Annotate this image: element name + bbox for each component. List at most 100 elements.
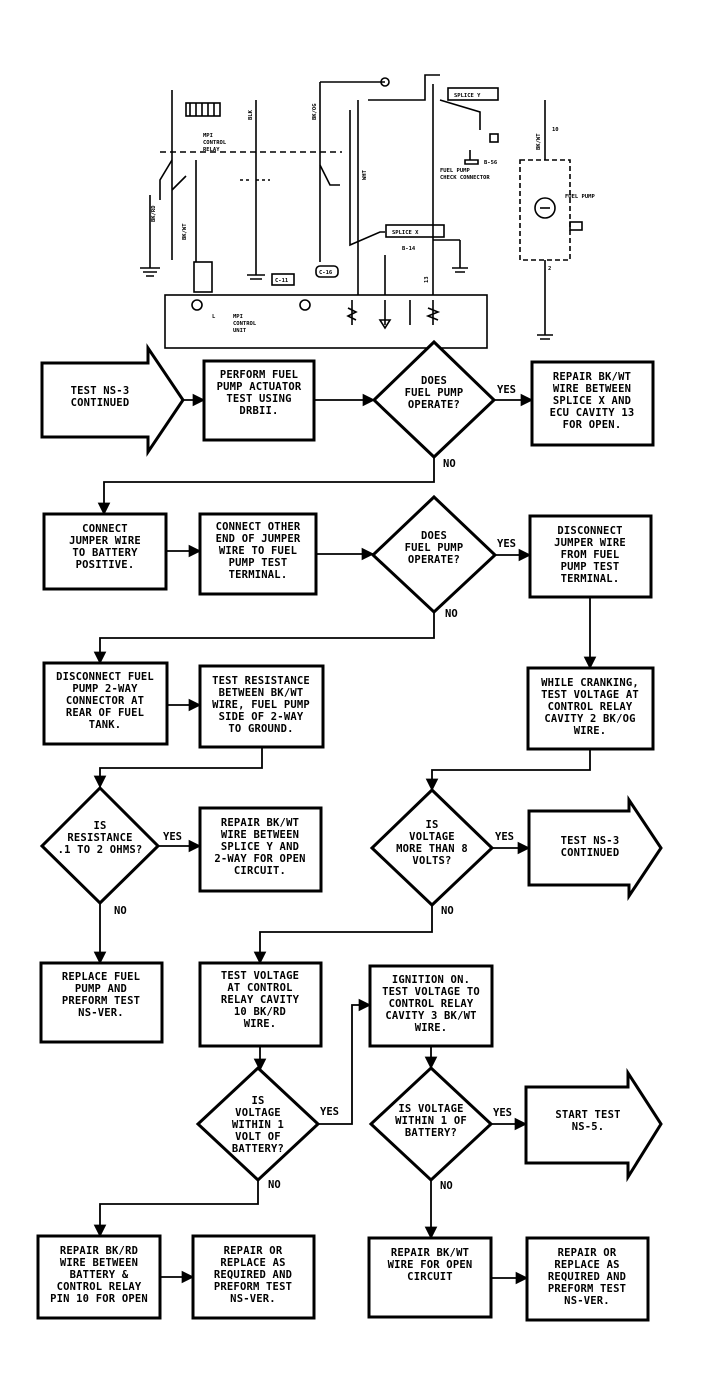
- text-line: REPAIR BK/WT: [391, 1247, 469, 1259]
- text-line: BATTERY &: [70, 1269, 129, 1281]
- connect-other-end-box: [198, 512, 318, 596]
- text-line: CONTROL RELAY: [548, 701, 633, 713]
- text-line: REPAIR BK/RD: [60, 1245, 138, 1257]
- ecu-label-1: MPI: [233, 314, 243, 320]
- splice-y-box: [447, 87, 499, 101]
- text-line: TERMINAL.: [561, 573, 620, 585]
- text-line: REPAIR BK/WT: [221, 817, 299, 829]
- splice-y-label: SPLICE Y: [454, 93, 481, 99]
- text-line: TEST NS-3: [561, 835, 620, 847]
- text-line: BATTERY?: [405, 1127, 457, 1139]
- text-line: REAR OF FUEL: [66, 707, 144, 719]
- wire-bk-og: BK/OG: [312, 103, 318, 120]
- text-line: OPERATE?: [408, 554, 460, 566]
- text-line: DOES: [421, 375, 447, 387]
- text-line: WHILE CRANKING,: [541, 677, 639, 689]
- text-line: WIRE TO FUEL: [219, 545, 297, 557]
- text-line: TEST VOLTAGE TO: [382, 986, 480, 998]
- text-line: DISCONNECT FUEL: [56, 671, 154, 683]
- crank-test-box: [526, 666, 655, 751]
- text-line: PREFORM TEST: [548, 1283, 626, 1295]
- splice-x-box: [385, 224, 445, 238]
- ecu-label-3: UNIT: [233, 328, 247, 334]
- wire-wt: WHT: [362, 169, 368, 180]
- yes-label-4: YES: [495, 831, 514, 843]
- splice-x-label: SPLICE X: [392, 230, 419, 236]
- fuel-pump-motor-icon: [534, 197, 556, 219]
- text-line: START TEST: [555, 1109, 620, 1121]
- text-line: TERMINAL.: [229, 569, 288, 581]
- text-line: VOLT OF: [235, 1131, 281, 1143]
- text-line: NS-VER.: [78, 1007, 124, 1019]
- tag-b14: B-14: [402, 246, 416, 252]
- text-line: IS: [425, 819, 438, 831]
- text-line: SPLICE X AND: [553, 395, 631, 407]
- fuel-pump-label: FUEL PUMP: [565, 194, 595, 200]
- text-line: POSITIVE.: [76, 559, 135, 571]
- text-line: CAVITY 3 BK/WT: [385, 1010, 476, 1022]
- text-line: NS-VER.: [230, 1293, 276, 1305]
- text-line: TEST VOLTAGE AT: [541, 689, 639, 701]
- text-line: REPLACE AS: [554, 1259, 619, 1271]
- text-line: REQUIRED AND: [214, 1269, 292, 1281]
- text-line: VOLTS?: [412, 855, 451, 867]
- text-line: WIRE.: [574, 725, 607, 737]
- text-line: CIRCUIT.: [234, 865, 286, 877]
- yes-label-1: YES: [497, 384, 516, 396]
- text-line: PUMP TEST: [229, 557, 288, 569]
- text-line: DRBII.: [239, 405, 278, 417]
- wiring-schematic: MPI CONTROL UNIT MPI CONTROL RELAY SPLIC…: [140, 74, 595, 349]
- text-line: WIRE, FUEL PUMP: [212, 699, 310, 711]
- check-connector-label-1: FUEL PUMP: [440, 168, 470, 174]
- text-line: REPLACE FUEL: [62, 971, 140, 983]
- disconnect-2way-box: [42, 661, 169, 746]
- wire-bk-wt-a: BK/WT: [182, 223, 188, 240]
- relay-label-3: RELAY: [203, 147, 220, 153]
- no-label-4: NO: [441, 905, 454, 917]
- pin-13: 13: [424, 276, 430, 283]
- yes-label-6: YES: [493, 1107, 512, 1119]
- text-line: NS-VER.: [564, 1295, 610, 1307]
- text-line: PERFORM FUEL: [220, 369, 298, 381]
- text-line: CONNECT OTHER: [216, 521, 301, 533]
- text-line: IGNITION ON.: [392, 974, 470, 986]
- text-line: SIDE OF 2-WAY: [219, 711, 304, 723]
- text-line: BETWEEN BK/WT: [219, 687, 304, 699]
- text-line: WITHIN 1: [232, 1119, 284, 1131]
- no-label-6: NO: [440, 1180, 453, 1192]
- repair-replace-box-2: [525, 1236, 650, 1322]
- text-line: TO BATTERY: [72, 547, 138, 559]
- start-test-ns5-arrow: [524, 1067, 663, 1183]
- text-line: WIRE BETWEEN: [60, 1257, 138, 1269]
- text-line: RESISTANCE: [67, 832, 132, 844]
- ecu-label-2: CONTROL: [233, 321, 257, 327]
- text-line: TEST RESISTANCE: [212, 675, 310, 687]
- text-line: 2-WAY FOR OPEN: [214, 853, 305, 865]
- text-line: REPAIR OR: [558, 1247, 617, 1259]
- text-line: WIRE BETWEEN: [553, 383, 631, 395]
- text-line: NS-5.: [572, 1121, 605, 1133]
- text-line: .1 TO 2 OHMS?: [58, 844, 143, 856]
- text-line: VOLTAGE: [409, 831, 455, 843]
- text-line: REPLACE AS: [220, 1257, 285, 1269]
- actuator-test-box: [202, 359, 316, 442]
- text-line: WIRE.: [415, 1022, 448, 1034]
- text-line: FOR OPEN.: [563, 419, 622, 431]
- text-line: PIN 10 FOR OPEN: [50, 1293, 148, 1305]
- text-line: SPLICE Y AND: [221, 841, 299, 853]
- tag-b56: B-56: [484, 160, 498, 166]
- text-line: FUEL PUMP: [405, 542, 464, 554]
